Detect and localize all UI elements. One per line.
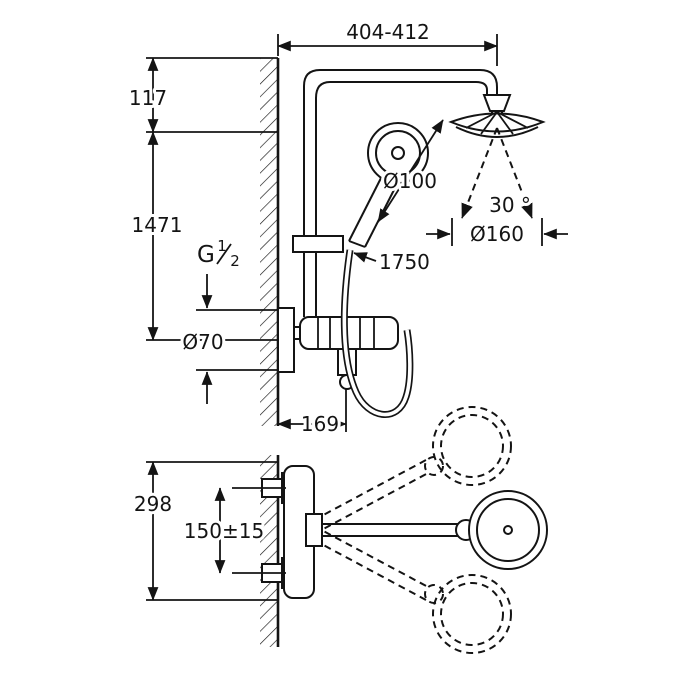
dim-label-298: 298 xyxy=(134,492,172,516)
dim-label-150: 150±15 xyxy=(184,519,264,543)
dim-projection-169: 169 xyxy=(277,388,347,439)
holder-bracket xyxy=(292,235,344,253)
pipe-outline-inner xyxy=(315,81,488,317)
dim-label-1471: 1471 xyxy=(132,213,183,237)
swivel-joint-circle xyxy=(424,456,444,476)
swivel-head-outer xyxy=(432,406,512,486)
shower-arm-swivel-top xyxy=(313,406,512,535)
angle-label: 30 ° xyxy=(489,193,531,217)
mixer-body xyxy=(299,316,399,350)
swivel-arm-line xyxy=(313,471,431,535)
dim-connection-spacing: 150±15 xyxy=(181,487,286,574)
head-disc xyxy=(448,112,546,133)
leader-line xyxy=(377,119,444,223)
hose-length-label: 1750 xyxy=(379,250,430,274)
dim-escutcheon-diameter: Ø70 xyxy=(179,274,278,404)
arm-joint xyxy=(305,513,323,547)
swivel-head-inner xyxy=(440,582,504,646)
hand-shower-handle-edge xyxy=(348,177,382,242)
swivel-arm-line xyxy=(313,459,427,521)
thread-denominator: 2 xyxy=(230,252,240,270)
head-spoke xyxy=(465,111,498,129)
dim-top-width: 404-412 xyxy=(277,17,498,66)
wall-hatching xyxy=(260,58,278,426)
dim-hand-shower-diameter: Ø100 xyxy=(377,119,444,223)
dim-label-117: 117 xyxy=(129,86,167,110)
dim-head-diameter: Ø160 xyxy=(426,218,568,249)
thread-size-label: G 1 2 xyxy=(194,234,243,273)
hand-shower-handle-end xyxy=(348,240,366,248)
dim-label-head-diameter: Ø160 xyxy=(470,222,524,246)
cone-line-left xyxy=(461,127,498,219)
head-spoke xyxy=(480,111,498,135)
swivel-head-outer xyxy=(432,574,512,654)
leader-hose-length: 1750 xyxy=(353,247,433,277)
wall-hatching xyxy=(260,455,278,647)
shower-arm-swivel-bottom xyxy=(313,525,512,654)
leader-line xyxy=(353,252,377,263)
upper-view: 30 ° Ø160 Ø100 xyxy=(126,17,568,439)
dim-body-height: 298 xyxy=(131,461,278,601)
swivel-joint-circle xyxy=(424,584,444,604)
hose-core xyxy=(342,249,412,417)
swivel-arm-line xyxy=(313,539,427,601)
overhead-shower-head xyxy=(448,111,546,138)
dim-height-1471: 1471 xyxy=(129,131,278,341)
head-connector-nut xyxy=(482,94,512,112)
wall-escutcheon xyxy=(277,307,295,373)
dim-label-top-width: 404-412 xyxy=(346,20,430,44)
dim-height-117: 117 xyxy=(126,57,278,133)
lower-view: 298 150±15 xyxy=(131,406,548,654)
pipe-outline-outer xyxy=(303,69,498,317)
dim-label-hand-shower-diameter: Ø100 xyxy=(383,169,437,193)
head-face-outer xyxy=(468,490,548,570)
head-spoke xyxy=(496,111,529,129)
swivel-head-inner xyxy=(440,414,504,478)
shower-holder xyxy=(292,235,344,253)
head-face-center xyxy=(503,525,513,535)
swivel-angle-cone: 30 ° xyxy=(461,127,534,220)
thread-letter: G xyxy=(197,242,215,268)
swivel-arm-line xyxy=(313,525,431,589)
shower-riser-pipe xyxy=(303,69,512,317)
fraction-slash xyxy=(216,243,232,265)
cone-line-right xyxy=(496,127,533,219)
head-face-inner xyxy=(476,498,540,562)
dim-label-escutcheon: Ø70 xyxy=(182,330,223,354)
dim-label-169: 169 xyxy=(301,412,339,436)
hand-shower-handle-edge xyxy=(364,183,398,248)
head-spoke xyxy=(496,111,514,135)
thermostat-mixer xyxy=(277,307,399,390)
head-rim-arc xyxy=(455,126,539,138)
shower-arm-solid xyxy=(322,490,548,570)
shower-hose xyxy=(340,249,414,418)
